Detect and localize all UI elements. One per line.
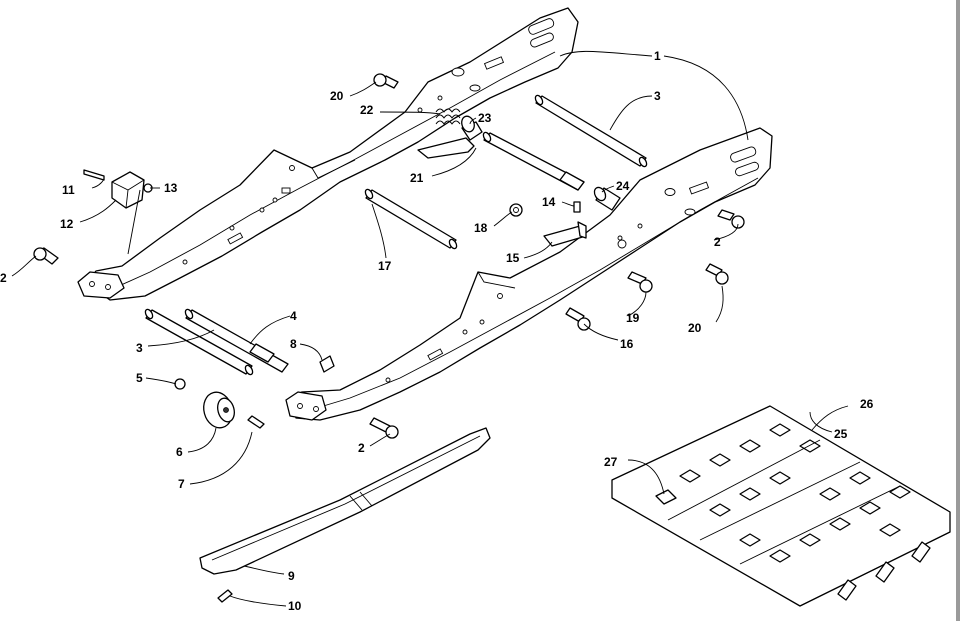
callout-15: 15 bbox=[506, 251, 520, 265]
rear-end-bracket bbox=[77, 271, 125, 299]
slide-9 bbox=[199, 427, 491, 575]
callout-20-lower: 20 bbox=[688, 321, 702, 335]
callout-21: 21 bbox=[410, 171, 424, 185]
callout-23: 23 bbox=[478, 111, 492, 125]
callout-20-upper: 20 bbox=[330, 89, 344, 103]
callout-3-upper: 3 bbox=[654, 89, 661, 103]
callout-26: 26 bbox=[860, 397, 874, 411]
wheel-6 bbox=[203, 391, 235, 429]
callout-10: 10 bbox=[288, 599, 302, 613]
cross-shaft-lower-3 bbox=[144, 308, 254, 376]
callout-14: 14 bbox=[542, 195, 556, 209]
bracket-15 bbox=[543, 221, 587, 247]
track-25 bbox=[611, 405, 951, 607]
callout-27: 27 bbox=[604, 455, 618, 469]
bolt-20-upper bbox=[373, 73, 399, 89]
cross-shaft-rear bbox=[482, 131, 585, 191]
shock-mount-12 bbox=[111, 171, 145, 209]
callout-12: 12 bbox=[60, 217, 74, 231]
bolt-20-lower bbox=[705, 263, 729, 285]
bolt-2-rear bbox=[33, 247, 59, 265]
callout-22: 22 bbox=[360, 103, 374, 117]
rear-rail-left bbox=[85, 7, 579, 301]
front-rail-right bbox=[289, 127, 773, 421]
cross-shaft-upper bbox=[534, 94, 648, 168]
bolt-2-front bbox=[369, 417, 399, 439]
cross-shaft-center bbox=[364, 188, 458, 250]
bushing-23 bbox=[461, 115, 475, 133]
callout-13: 13 bbox=[164, 181, 178, 195]
callout-2-right: 2 bbox=[714, 235, 721, 249]
callout-2-rear: 2 bbox=[0, 271, 7, 285]
callout-1: 1 bbox=[654, 49, 661, 63]
window-edge bbox=[956, 0, 960, 621]
nut-18 bbox=[509, 203, 523, 217]
callout-11: 11 bbox=[62, 183, 75, 197]
bolt-19 bbox=[627, 271, 653, 293]
screw-10 bbox=[217, 589, 233, 603]
callout-labels: 1 2 2 2 3 3 4 5 6 7 8 9 10 11 12 13 14 1… bbox=[0, 49, 874, 613]
callout-24: 24 bbox=[616, 179, 630, 193]
callout-25: 25 bbox=[834, 427, 848, 441]
callout-8: 8 bbox=[290, 337, 297, 351]
bolt-7 bbox=[247, 415, 265, 429]
front-end-bracket bbox=[285, 391, 327, 421]
leader-lines bbox=[11, 50, 849, 607]
callout-19: 19 bbox=[626, 311, 640, 325]
callout-9: 9 bbox=[288, 569, 295, 583]
callout-16: 16 bbox=[620, 337, 634, 351]
nut-5 bbox=[174, 378, 186, 390]
cross-shaft-lower-4 bbox=[184, 308, 289, 373]
callout-2-front: 2 bbox=[358, 441, 365, 455]
callout-4: 4 bbox=[290, 309, 297, 323]
callout-7: 7 bbox=[178, 477, 185, 491]
callout-18: 18 bbox=[474, 221, 488, 235]
bolt-2-right bbox=[717, 209, 745, 229]
callout-17: 17 bbox=[378, 259, 392, 273]
screw-14 bbox=[573, 201, 581, 213]
callout-3-lower: 3 bbox=[136, 341, 143, 355]
callout-5: 5 bbox=[136, 371, 143, 385]
screw-11 bbox=[83, 169, 105, 181]
spring-22 bbox=[435, 108, 461, 125]
spacer-24 bbox=[593, 186, 621, 211]
callout-6: 6 bbox=[176, 445, 183, 459]
nut-8 bbox=[319, 355, 335, 373]
